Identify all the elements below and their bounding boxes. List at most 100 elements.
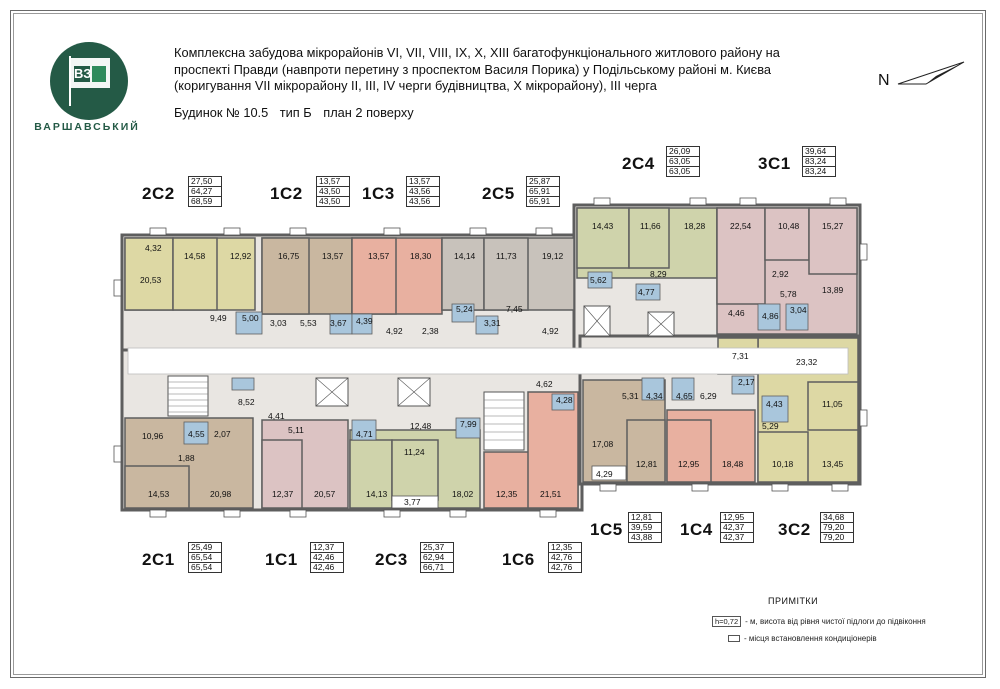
area-table-1C4: 12,95 42,37 42,37: [720, 512, 754, 543]
room-area: 1,88: [178, 453, 195, 463]
apartment-code-1C5: 1С5: [590, 520, 623, 539]
room-area: 13,89: [822, 285, 844, 295]
room-area: 3,31: [484, 318, 501, 328]
area-total-with-balcony: 42,46: [310, 562, 344, 573]
room-area: 19,12: [542, 251, 564, 261]
room-area: 5,62: [590, 275, 607, 285]
note-window-height: h=0,72- м, висота від рівня чистої підло…: [712, 616, 926, 627]
room-area: 5,24: [456, 304, 473, 314]
drawing-frame: [10, 10, 986, 678]
room-area: 10,18: [772, 459, 794, 469]
apartment-code-1C3: 1С3: [362, 184, 395, 203]
room-area: 14,14: [454, 251, 476, 261]
staircase-west: [167, 375, 209, 417]
room-area: 4,28: [556, 395, 573, 405]
room-area: 3,03: [270, 318, 287, 328]
north-label: N: [878, 72, 890, 89]
apartment-code-2C5: 2С5: [482, 184, 515, 203]
area-table-2C1: 25,49 65,54 65,54: [188, 542, 222, 573]
area-total-with-balcony: 68,59: [188, 196, 222, 207]
room-area: 4,65: [676, 391, 693, 401]
room-area: 2,17: [738, 377, 755, 387]
room-area: 4,41: [268, 411, 285, 421]
balcony-2C3: [391, 495, 439, 509]
apartment-1C6-area: [483, 391, 579, 509]
room-area: 14,43: [592, 221, 614, 231]
room-area: 3,67: [330, 318, 347, 328]
room-area: 3,04: [790, 305, 807, 315]
room-area: 18,48: [722, 459, 744, 469]
apartment-2C5-area: [441, 237, 575, 311]
elevator-shafts: [315, 305, 675, 407]
room-area: 5,78: [780, 289, 797, 299]
room-area: 12,92: [230, 251, 252, 261]
title-line-2: проспекті Правди (навпроти перетину з пр…: [174, 61, 771, 77]
area-total-with-balcony: 83,24: [802, 166, 836, 177]
apartment-code-1C4: 1С4: [680, 520, 713, 539]
apartment-2C4-area: [576, 207, 718, 279]
area-total-with-balcony: 66,71: [420, 562, 454, 573]
room-area: 2,92: [772, 269, 789, 279]
apartment-1C5-area: [582, 379, 666, 483]
room-area: 7,45: [506, 304, 523, 314]
room-area: 8,52: [238, 397, 255, 407]
room-area: 16,75: [278, 251, 300, 261]
room-area: 3,77: [404, 497, 421, 507]
room-area: 5,29: [762, 421, 779, 431]
room-area: 5,31: [622, 391, 639, 401]
room-area: 13,57: [322, 251, 344, 261]
drawing-frame-inner: [13, 13, 983, 675]
room-area: 4,32: [145, 243, 162, 253]
project-title: Комплексна забудова мікрорайонів VI, VII…: [174, 45, 864, 95]
room-area: 5,00: [242, 313, 259, 323]
room-area: 20,57: [314, 489, 336, 499]
room-area: 4,62: [536, 379, 553, 389]
staircase-east: [483, 391, 525, 451]
apartment-code-3C2: 3С2: [778, 520, 811, 539]
room-area: 9,49: [210, 313, 227, 323]
room-area: 7,31: [732, 351, 749, 361]
flag-icon: [69, 56, 110, 106]
room-area: 17,08: [592, 439, 614, 449]
room-area: 4,46: [728, 308, 745, 318]
apartment-1C4-area: [666, 409, 756, 483]
notes-title: ПРИМІТКИ: [768, 596, 819, 606]
area-total-with-balcony: 43,56: [406, 196, 440, 207]
room-area: 23,32: [796, 357, 818, 367]
area-total-with-balcony: 42,76: [548, 562, 582, 573]
apartment-2C1-area: [124, 417, 254, 509]
room-area: 22,54: [730, 221, 752, 231]
room-area: 11,73: [496, 251, 517, 261]
ac-unit-spots: [113, 197, 868, 518]
apartment-code-2C3: 2С3: [375, 550, 408, 569]
room-area: 20,98: [210, 489, 232, 499]
apartment-1C1-area: [261, 419, 349, 509]
corridor: [127, 347, 849, 375]
room-labels: 4,32 20,53 14,58 12,92 9,49 5,00 16,75 1…: [140, 221, 844, 507]
area-total-with-balcony: 42,37: [720, 532, 754, 543]
room-area: 2,07: [214, 429, 231, 439]
room-area: 15,27: [822, 221, 844, 231]
room-area: 4,92: [386, 326, 403, 336]
room-area: 13,45: [822, 459, 844, 469]
ac-note-text: - місця встановлення кондиціонерів: [744, 634, 877, 643]
room-area: 4,86: [762, 311, 779, 321]
room-area: 12,35: [496, 489, 518, 499]
area-table-3C2: 34,68 79,20 79,20: [820, 512, 854, 543]
room-area: 4,71: [356, 429, 373, 439]
room-area: 2,38: [422, 326, 439, 336]
room-area: 14,58: [184, 251, 206, 261]
apartment-1C3-area: [351, 237, 443, 315]
room-area: 13,57: [368, 251, 390, 261]
room-area: 12,37: [272, 489, 294, 499]
room-area: 14,53: [148, 489, 170, 499]
area-table-2C3: 25,37 62,94 66,71: [420, 542, 454, 573]
apartment-code-2C1: 2С1: [142, 550, 175, 569]
room-area: 4,34: [646, 391, 663, 401]
apartment-2C2-area: [124, 237, 256, 311]
height-tag: h=0,72: [712, 616, 742, 627]
apartment-code-2C2: 2С2: [142, 184, 175, 203]
room-area: 14,13: [366, 489, 388, 499]
room-area: 18,02: [452, 489, 474, 499]
